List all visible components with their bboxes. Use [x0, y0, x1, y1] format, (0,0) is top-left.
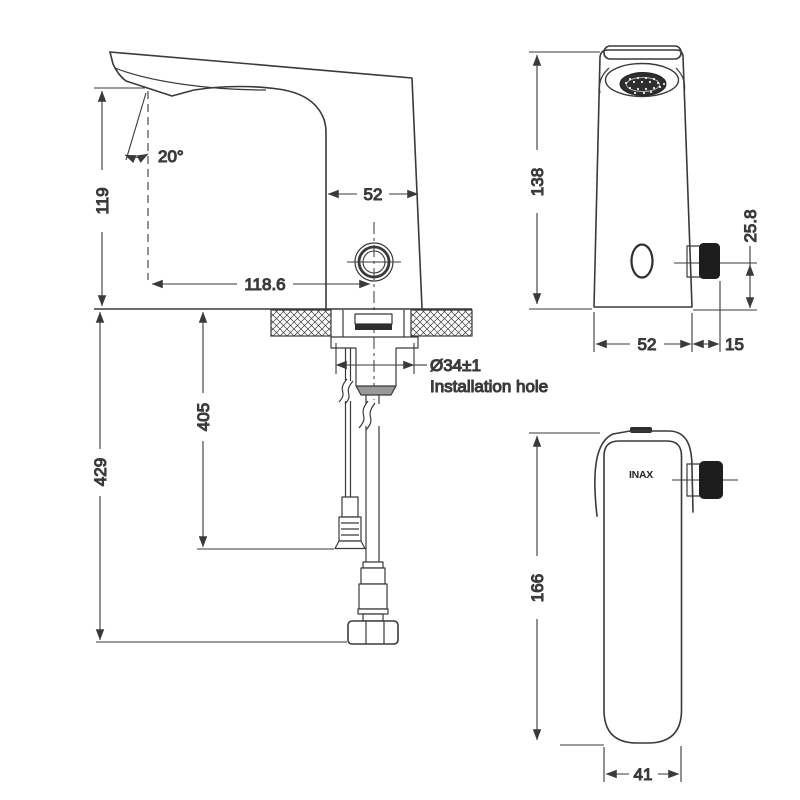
spout-underside-wings: [598, 67, 686, 94]
connector-knob: [699, 243, 720, 279]
aerator-face: [619, 72, 667, 96]
dim-hole-diameter: Ø34±1: [430, 356, 481, 375]
mounting-shank: [330, 310, 419, 396]
dim-front-width: 52: [638, 335, 657, 354]
body-connector-knob: [699, 461, 723, 499]
dim-knob-width: 15: [725, 335, 744, 354]
dim-body-depth-41: 41: [634, 765, 653, 784]
body-view-dimensions: 166 41: [527, 432, 682, 785]
faucet-side-view: [94, 51, 473, 645]
dim-spout-height: 119: [93, 187, 112, 214]
body-panel-outline: [603, 440, 683, 744]
dim-spout-reach: 118.6: [244, 275, 285, 294]
brand-logo: INAX: [629, 469, 653, 481]
dim-body-height: 166: [528, 574, 547, 602]
side-view-dimensions: 119 20° 52 118.6 429 405 Ø34±1 Installat…: [90, 87, 549, 643]
faucet-front-view: [593, 45, 757, 308]
dim-front-height: 138: [528, 168, 547, 196]
dim-cable-drop: 405: [194, 403, 213, 431]
dim-hose-drop: 429: [91, 458, 110, 486]
sensor-cable: [334, 348, 366, 550]
spout-facet-line: [114, 67, 267, 91]
body-hood-outline: [594, 430, 694, 517]
spout-beak-outline: [109, 51, 327, 309]
label-installation-hole: Installation hole: [430, 377, 548, 396]
dim-spout-angle: 20°: [158, 147, 184, 166]
dim-knob-offset: 25.8: [741, 209, 760, 242]
hood-top-tab: [630, 427, 652, 433]
front-view-dimensions: 138 25.8 52 15: [527, 51, 761, 355]
sensor-cable-plug: [334, 496, 366, 550]
deck-hatch-right: [410, 309, 473, 337]
front-body-outline: [593, 49, 693, 308]
spout-top-edge: [109, 51, 423, 309]
control-body-side-view: INAX: [594, 427, 738, 744]
spout-top-cap: [603, 45, 682, 60]
dim-body-depth: 52: [364, 185, 383, 204]
supply-hose-connector: [347, 561, 399, 645]
connector-base: [686, 245, 701, 278]
supply-hose: [347, 395, 399, 645]
sensor-window: [630, 243, 654, 279]
deck-hatch-left: [270, 309, 332, 337]
